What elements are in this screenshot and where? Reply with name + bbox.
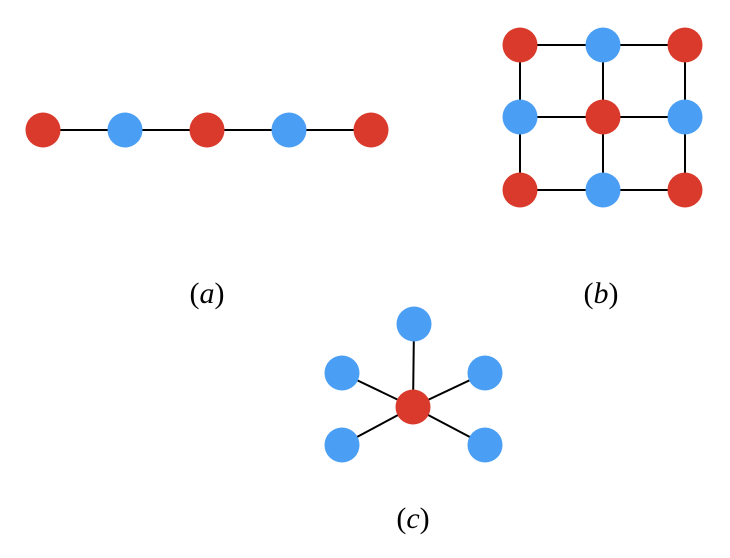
panel-b-node-blue [502,99,538,135]
panel-a-node-blue [271,112,307,148]
panel-c-node-leaf [467,355,503,391]
caption-a-letter: a [200,277,215,310]
panel-c-node-leaf [396,306,432,342]
panel-b-nodes [502,27,703,208]
panel-c-star-graph [324,306,503,463]
caption-a: (a) [190,277,225,310]
panel-c-node-leaf [324,427,360,463]
panel-b-node-red [585,99,621,135]
caption-b: (b) [584,277,619,310]
panel-c-node-center [395,389,431,425]
caption-c-letter: c [406,502,419,535]
panel-b-node-red [502,27,538,63]
panel-c-node-leaf [467,427,503,463]
panel-b-grid-graph [502,27,703,208]
panel-a-node-red [189,112,225,148]
panel-a-path-graph [25,112,389,148]
panel-b-node-red [502,172,538,208]
panel-c-nodes [324,306,503,463]
panel-b-node-red [667,27,703,63]
caption-c: (c) [396,502,429,535]
panel-c-edges [341,323,486,446]
panel-b-node-blue [585,172,621,208]
panel-c-node-leaf [324,355,360,391]
panel-b-node-red [667,172,703,208]
panel-a-node-red [353,112,389,148]
caption-b-letter: b [594,277,609,310]
panel-b-node-blue [585,27,621,63]
panel-a-nodes [25,112,389,148]
panel-a-node-red [25,112,61,148]
panel-b-node-blue [667,99,703,135]
panel-a-node-blue [107,112,143,148]
